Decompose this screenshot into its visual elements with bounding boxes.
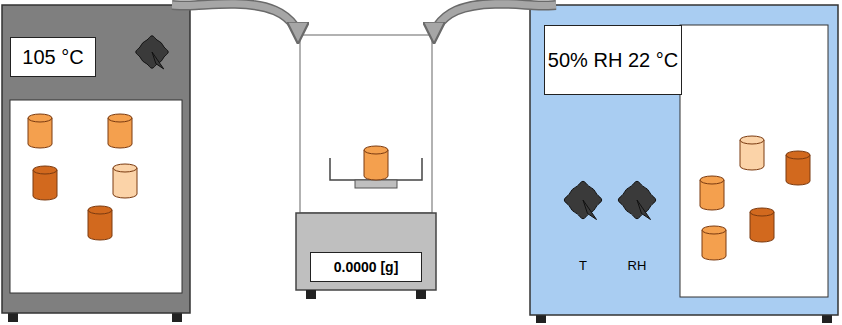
- drying-oven: [2, 5, 190, 322]
- balance-foot: [416, 290, 426, 299]
- chamber-foot: [822, 315, 832, 323]
- pan: [355, 180, 397, 188]
- knob-label: T: [579, 258, 587, 273]
- knob-body: [564, 181, 602, 219]
- sample-cup-rim: [364, 146, 388, 154]
- balance-base: [296, 213, 436, 290]
- knob-body: [136, 36, 169, 69]
- balance-node: 0.0000 [g]: [296, 35, 436, 290]
- chamber-housing: [530, 5, 838, 315]
- climate-chamber-node: 50% RH 22 °C T RH: [530, 5, 838, 315]
- knob-pointer: [637, 200, 651, 220]
- oven-housing: [2, 5, 190, 313]
- sample-cup-rim: [750, 208, 774, 216]
- oven-foot: [8, 313, 18, 322]
- arrow-body: [434, 4, 556, 35]
- control-knob: [136, 36, 169, 69]
- sample-cup-rim: [740, 136, 764, 144]
- transfer-arrow: [434, 4, 556, 35]
- drying-oven-node: 105 °C: [2, 5, 190, 313]
- arrow-outline: [172, 4, 298, 35]
- chamber-window: [680, 25, 828, 297]
- draft-shield: [300, 35, 432, 213]
- balance-foot: [306, 290, 316, 299]
- knob-label: RH: [628, 258, 647, 273]
- arrow-outline: [434, 4, 556, 35]
- sample-cup-rim: [88, 206, 112, 214]
- knob-pointer: [152, 52, 164, 69]
- control-knob: [618, 181, 656, 219]
- knob-body: [618, 181, 656, 219]
- control-knob: [564, 181, 602, 219]
- sample-cups: [28, 114, 810, 260]
- sample-cup-rim: [702, 226, 726, 234]
- sample-cup-rim: [700, 176, 724, 184]
- sample-cup-rim: [786, 151, 810, 159]
- sample-cup-rim: [108, 114, 132, 122]
- climate-display: 50% RH 22 °C: [544, 25, 682, 95]
- temperature-display: 105 °C: [10, 37, 96, 77]
- sample-cup-rim: [113, 164, 137, 172]
- climate-chamber: [530, 5, 838, 323]
- oven-window: [10, 100, 182, 293]
- transfer-arrow: [172, 4, 298, 35]
- arrow-body: [172, 4, 298, 35]
- balance: [296, 35, 436, 299]
- knob-pointer: [583, 200, 597, 220]
- chamber-foot: [536, 315, 546, 323]
- sample-cup-rim: [33, 166, 57, 174]
- weight-display: 0.0000 [g]: [310, 252, 422, 282]
- oven-foot: [172, 313, 182, 322]
- sample-cup-rim: [28, 114, 52, 122]
